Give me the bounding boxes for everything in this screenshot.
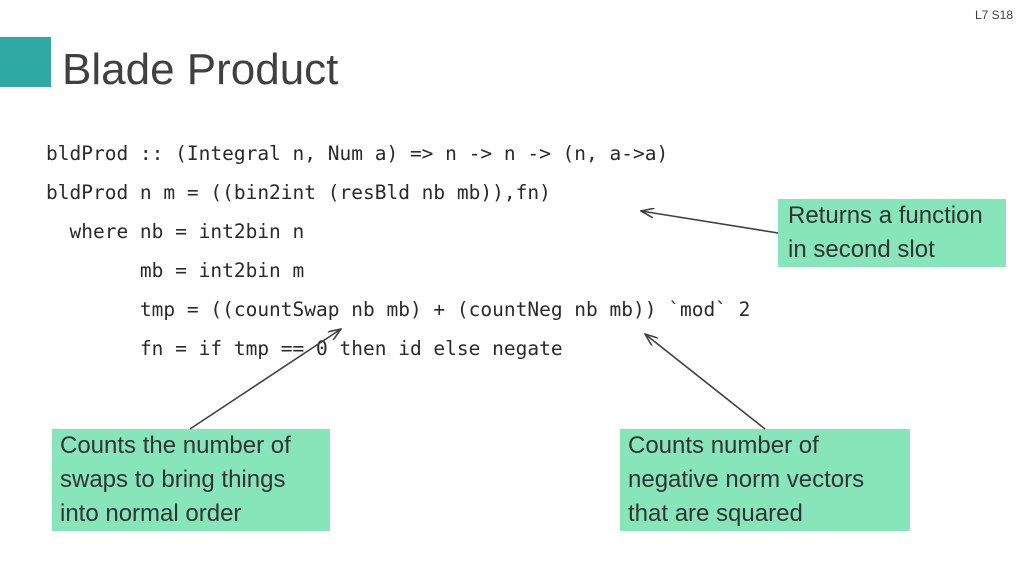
callout-text-line: negative norm vectors bbox=[628, 466, 865, 493]
callout-returns-function: Returns a function in second slot bbox=[778, 199, 1006, 267]
callout-text-line: into normal order bbox=[60, 500, 242, 527]
code-line-tmp: tmp = ((countSwap nb mb) + (countNeg nb … bbox=[46, 298, 751, 321]
code-line-signature: bldProd :: (Integral n, Num a) => n -> n… bbox=[46, 142, 669, 165]
callout-text-line: Returns a function bbox=[788, 202, 983, 229]
slide-number: L7 S18 bbox=[974, 8, 1013, 22]
callout-text-line: that are squared bbox=[628, 500, 803, 527]
callout-text-line: in second slot bbox=[788, 236, 935, 263]
code-line-fn: fn = if tmp == 0 then id else negate bbox=[46, 337, 563, 360]
callout-text-line: swaps to bring things bbox=[60, 466, 286, 493]
callout-text-line: Counts the number of bbox=[60, 432, 291, 459]
callout-text-line: Counts number of bbox=[628, 432, 819, 459]
code-block: bldProd :: (Integral n, Num a) => n -> n… bbox=[46, 134, 750, 368]
slide-title: Blade Product bbox=[62, 45, 339, 94]
code-line-mb: mb = int2bin m bbox=[46, 259, 305, 282]
code-line-definition: bldProd n m = ((bin2int (resBld nb mb)),… bbox=[46, 181, 551, 204]
code-line-where-nb: where nb = int2bin n bbox=[46, 220, 305, 243]
callout-count-negatives: Counts number of negative norm vectors t… bbox=[620, 429, 910, 531]
callout-count-swaps: Counts the number of swaps to bring thin… bbox=[52, 429, 330, 531]
title-accent-bar bbox=[0, 37, 51, 87]
